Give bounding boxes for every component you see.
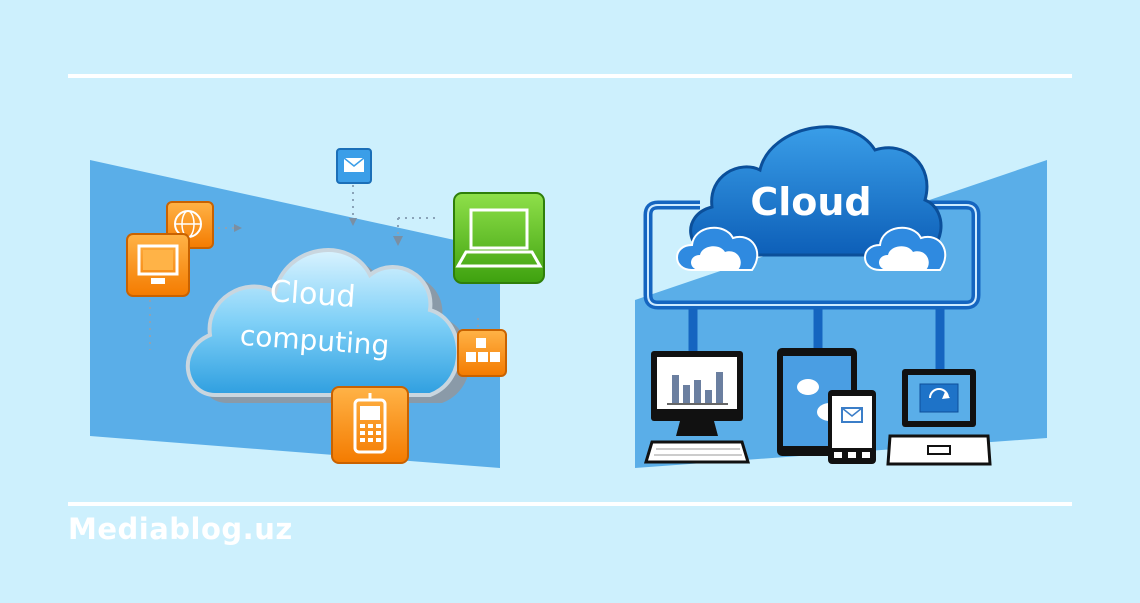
top-divider <box>68 74 1072 78</box>
mail-icon <box>336 148 372 184</box>
right-illustration: Cloud <box>635 125 1047 468</box>
blocks-icon <box>457 329 507 377</box>
laptop-icon <box>453 192 545 284</box>
cloud-label: Cloud <box>750 180 871 224</box>
network-lines-highlight <box>647 204 977 306</box>
cloud-label-line1: Cloud <box>269 274 357 315</box>
desktop-icon <box>643 351 751 464</box>
bottom-divider <box>68 502 1072 506</box>
monitor-icon <box>126 233 190 297</box>
phone-icon <box>331 386 409 464</box>
brand-logo-text: Mediablog.uz <box>68 512 293 546</box>
small-cloud-right <box>864 226 947 271</box>
small-cloud-left <box>676 226 759 271</box>
cloud-computing-cloud <box>185 248 461 397</box>
left-illustration: Cloud computing <box>90 148 545 468</box>
smartphone-icon <box>828 390 876 464</box>
dotted-connectors <box>149 185 479 350</box>
laptop-device-icon <box>886 369 992 466</box>
main-cloud <box>689 125 943 257</box>
